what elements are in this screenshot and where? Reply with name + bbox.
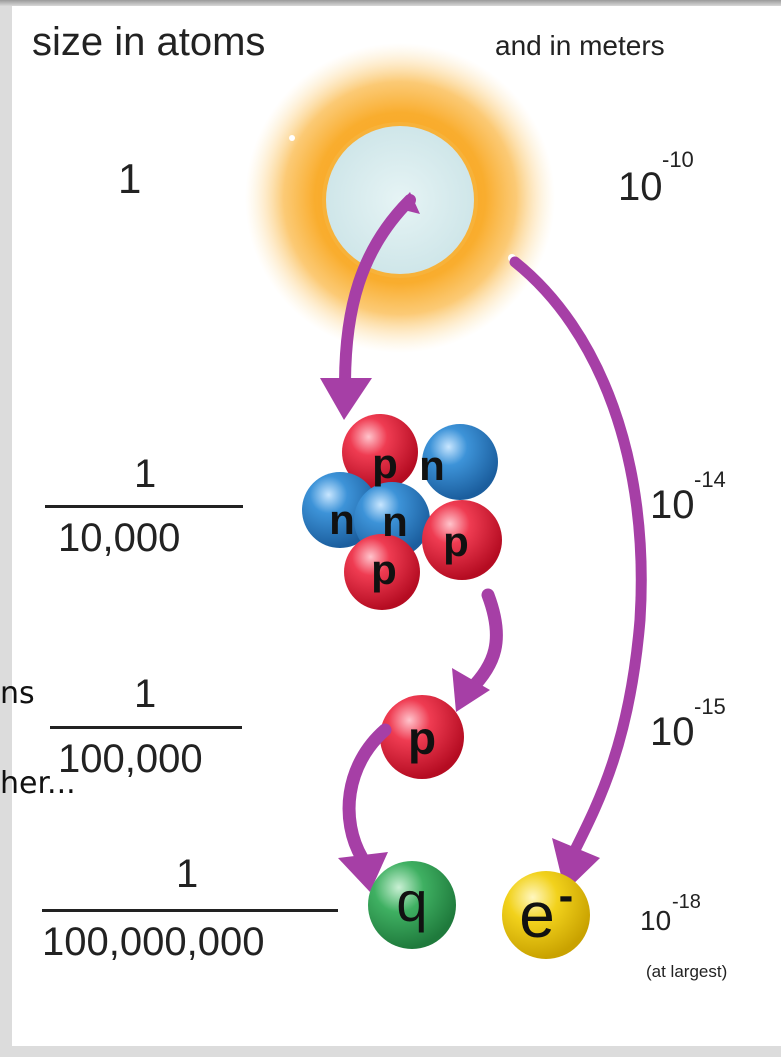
proton-ball — [380, 695, 464, 779]
electron-dot — [289, 135, 295, 141]
proton-ball — [344, 534, 420, 610]
atom-size-atoms: 1 — [118, 155, 142, 202]
nucleus-letter: n — [329, 496, 355, 543]
meters-exponent: -15 — [694, 694, 726, 719]
meters-exponent: -18 — [672, 891, 701, 913]
electron-ball — [502, 871, 590, 959]
nucleus-letter: n — [382, 498, 408, 545]
atom-nucleus-region — [326, 126, 474, 274]
atom-size-meters: 10-10 — [618, 147, 694, 210]
nucleus-numerator: 1 — [134, 452, 157, 496]
arrow-nucleus-to-proton — [463, 588, 503, 697]
meters-base: 10 — [640, 905, 672, 936]
quark-denominator: 100,000,000 — [42, 920, 265, 964]
nucleus-letter: p — [371, 546, 397, 593]
arrowhead — [338, 852, 388, 892]
nucleus-fraction-bar — [45, 505, 243, 508]
arrowhead — [320, 378, 372, 420]
quark-ball — [368, 861, 456, 949]
arrow-atom-to-electron — [509, 256, 647, 856]
proton-ball — [422, 500, 502, 580]
in-meters-title: and in meters — [495, 30, 665, 61]
quark-letter: q — [396, 870, 427, 933]
quark-fraction-bar — [42, 909, 338, 912]
meters-base: 10 — [618, 165, 663, 209]
meters-exponent: -10 — [662, 147, 694, 172]
proton-ball — [342, 414, 418, 490]
proton-fraction-bar — [50, 726, 242, 729]
quark-size-meters: 10-18 — [640, 891, 701, 937]
proton-size-meters: 10-15 — [650, 694, 726, 755]
proton-denominator: 100,000 — [58, 737, 203, 781]
size-in-atoms-title: size in atoms — [32, 20, 266, 64]
nucleus-denominator: 10,000 — [58, 516, 181, 560]
overflow-text-line-1: ns — [0, 676, 35, 711]
nucleus-letter: p — [443, 518, 469, 565]
panel-top-edge — [0, 0, 781, 6]
nucleus-letter: p — [372, 440, 398, 487]
neutron-ball — [422, 424, 498, 500]
electron-letter: e — [519, 879, 555, 951]
proton-letter: p — [408, 712, 436, 764]
arrow-atom-to-nucleus — [339, 194, 416, 391]
nucleus-letter: n — [419, 442, 445, 489]
arrow-tail — [396, 192, 420, 214]
meters-base: 10 — [650, 710, 695, 754]
meters-base: 10 — [650, 483, 695, 527]
arrow-proton-to-quark — [342, 723, 392, 865]
quark-meters-note: (at largest) — [646, 962, 728, 981]
proton-numerator: 1 — [134, 672, 157, 716]
overflow-text-line-2: her... — [0, 766, 76, 801]
nucleus-size-meters: 10-14 — [650, 467, 726, 528]
electron-superscript: - — [559, 871, 574, 920]
arrowhead — [452, 668, 490, 712]
quark-numerator: 1 — [176, 852, 199, 896]
meters-exponent: -14 — [694, 467, 726, 492]
